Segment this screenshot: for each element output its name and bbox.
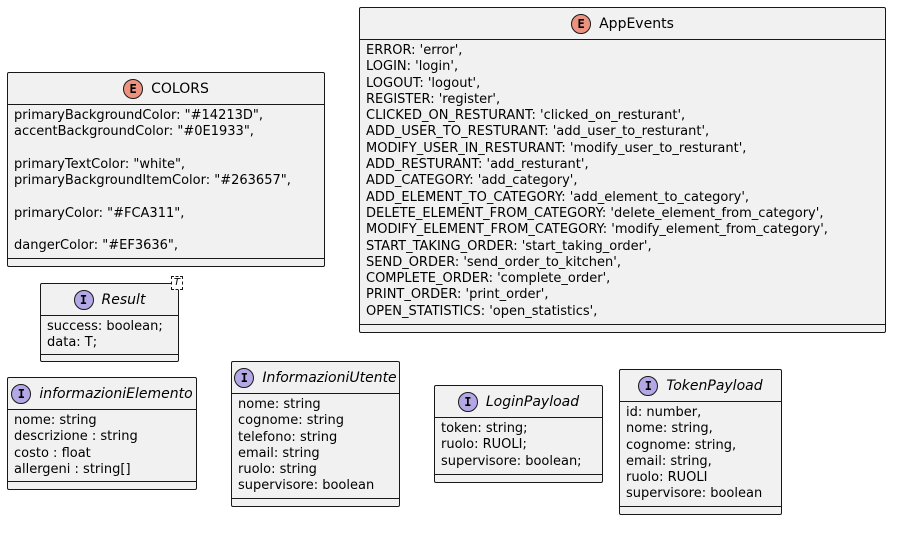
attribute: ruolo: RUOLI [626,470,708,486]
class-informazioni-utente: I InformazioniUtente nome: string cognom… [231,361,400,507]
attribute: CLICKED_ON_RESTURANT: 'clicked_on_restur… [366,108,686,124]
attribute: descrizione : string [14,429,138,445]
class-name: LoginPayload [485,393,580,410]
attribute: supervisore: boolean; [441,453,582,469]
attribute: costo : float [14,445,91,461]
attribute [14,222,324,238]
methods-divider [620,506,781,507]
attribute: id: number, [626,405,702,420]
attribute: COMPLETE_ORDER: 'complete_order', [366,271,611,287]
type-parameter: T [170,276,183,290]
attribute: telefono: string [238,429,338,445]
attribute: DELETE_ELEMENT_FROM_CATEGORY: 'delete_el… [366,205,824,221]
attribute-list: token: string; ruolo: RUOLI; supervisore… [435,418,602,472]
attribute-list: primaryBackgroundColor: "#14213D", accen… [8,105,324,257]
interface-icon: I [638,375,659,396]
methods-divider [232,498,399,499]
class-header: I informazioniElemento [8,378,196,410]
attribute: email: string [238,445,320,461]
attribute-list: nome: string descrizione : string costo … [8,410,196,480]
attribute: primaryBackgroundItemColor: "#263657", [14,173,291,189]
class-header: I InformazioniUtente [232,362,399,394]
attribute: token: string; [441,421,528,436]
attribute: cognome: string, [626,437,737,453]
attribute: ADD_ELEMENT_TO_CATEGORY: 'add_element_to… [366,189,750,205]
attribute: primaryColor: "#FCA311", [14,205,185,221]
attribute: accentBackgroundColor: "#0E1933", [14,124,254,140]
attribute-list: id: number, nome: string, cognome: strin… [620,402,781,505]
class-name: InformazioniUtente [262,369,397,386]
methods-divider [41,354,178,355]
attribute: MODIFY_USER_IN_RESTURANT: 'modify_user_t… [366,140,747,156]
interface-icon: I [73,289,94,310]
class-header: E AppEvents [360,8,885,40]
attribute-list: ERROR: 'error', LOGIN: 'login', LOGOUT: … [360,40,885,322]
attribute-list: nome: string cognome: string telefono: s… [232,394,399,497]
interface-icon: I [11,383,32,404]
attribute: ADD_RESTURANT: 'add_resturant', [366,157,589,173]
class-informazioni-elemento: I informazioniElemento nome: string desc… [7,377,197,490]
attribute: data: T; [47,335,98,351]
methods-divider [435,474,602,475]
attribute: ruolo: string [238,462,317,478]
methods-divider [8,481,196,482]
attribute: primaryBackgroundColor: "#14213D", [14,108,264,123]
attribute: LOGOUT: 'logout', [366,75,481,91]
class-token-payload: I TokenPayload id: number, nome: string,… [619,369,782,515]
attribute: success: boolean; [47,319,163,334]
class-header: E COLORS [8,73,324,105]
attribute-list: success: boolean; data: T; [41,316,178,354]
attribute: ADD_CATEGORY: 'add_category', [366,173,578,189]
class-result: T I Result success: boolean; data: T; [40,276,183,362]
class-header: I LoginPayload [435,386,602,418]
attribute: nome: string [14,413,97,428]
attribute: REGISTER: 'register', [366,91,501,107]
methods-divider [360,324,885,325]
attribute: OPEN_STATISTICS: 'open_statistics', [366,303,598,319]
attribute: SEND_ORDER: 'send_order_to_kitchen', [366,254,621,270]
attribute: dangerColor: "#EF3636", [14,238,179,254]
attribute: ERROR: 'error', [366,43,463,58]
class-name: AppEvents [599,15,674,32]
class-app-events: E AppEvents ERROR: 'error', LOGIN: 'logi… [359,7,886,333]
attribute: supervisore: boolean [238,478,375,494]
attribute: nome: string, [626,421,713,437]
class-header: I Result [41,284,178,316]
attribute: PRINT_ORDER: 'print_order', [366,287,549,303]
attribute: email: string, [626,453,712,469]
enum-icon: E [123,78,144,99]
class-name: informazioniElemento [39,385,193,402]
enum-icon: E [571,13,592,34]
attribute: allergeni : string[] [14,461,131,477]
class-header: I TokenPayload [620,370,781,402]
class-login-payload: I LoginPayload token: string; ruolo: RUO… [434,385,603,483]
attribute [14,141,324,157]
attribute: cognome: string [238,413,345,429]
methods-divider [8,258,324,259]
class-name: TokenPayload [666,377,763,394]
class-name: Result [101,291,146,308]
attribute [14,189,324,205]
attribute: supervisore: boolean [626,486,763,502]
interface-icon: I [234,367,255,388]
interface-icon: I [457,391,478,412]
class-colors: E COLORS primaryBackgroundColor: "#14213… [7,72,325,267]
attribute: START_TAKING_ORDER: 'start_taking_order'… [366,238,652,254]
attribute: nome: string [238,397,321,412]
attribute: LOGIN: 'login', [366,59,459,75]
attribute: primaryTextColor: "white", [14,156,186,172]
attribute: ADD_USER_TO_RESTURANT: 'add_user_to_rest… [366,124,710,140]
attribute: MODIFY_ELEMENT_FROM_CATEGORY: 'modify_el… [366,222,828,238]
attribute: ruolo: RUOLI; [441,437,527,453]
class-name: COLORS [151,80,209,97]
